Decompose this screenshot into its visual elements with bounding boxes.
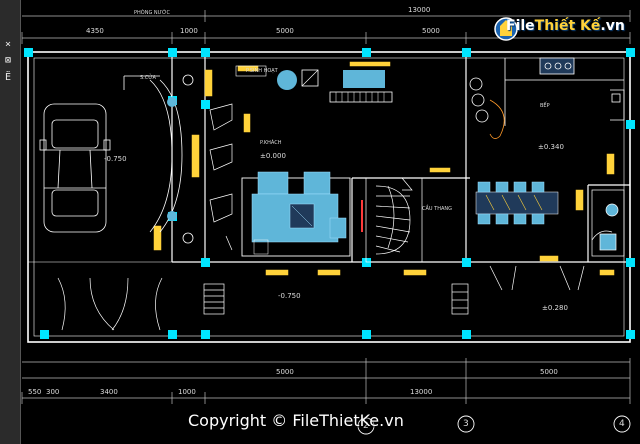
dining-set	[475, 181, 559, 225]
front-doors	[203, 265, 585, 315]
axis-bubbles	[357, 415, 631, 435]
garage-door-arcs	[57, 277, 163, 331]
dim-bottom-total: 13000	[410, 388, 433, 396]
axis-marker-4: 4	[619, 419, 625, 429]
layer-icon[interactable]: Ë	[5, 72, 12, 83]
dim-bottom-middle: 5000	[276, 368, 294, 376]
site-logo	[494, 17, 518, 41]
copyright-watermark: Copyright © FileThietKe.vn	[188, 411, 404, 430]
dim-bottom-right: 5000	[540, 368, 558, 376]
music-tag: P.SINH HOẠT	[246, 68, 278, 74]
axis-marker-2: 2	[363, 421, 369, 431]
garage-level: -0.750	[104, 155, 127, 163]
room-tag-top: PHÒNG NƯỚC	[134, 10, 171, 16]
music-corner	[235, 65, 393, 103]
logo-wordmark: FileThiết Kế.vn	[506, 18, 625, 34]
left-toolbar: × ⊠ Ë	[0, 0, 21, 444]
windows	[153, 61, 615, 276]
stair-tag: CẦU THANG	[422, 206, 453, 212]
close-icon[interactable]: ×	[5, 39, 12, 50]
wc	[591, 189, 625, 257]
panel-icon[interactable]: ⊠	[5, 55, 12, 66]
living-level: ±0.000	[260, 152, 286, 160]
kitchen-level: ±0.340	[538, 143, 564, 151]
yard-level: ±0.280	[542, 304, 568, 312]
garage-car	[39, 103, 111, 233]
dim-bottom-tiny: 550	[28, 388, 42, 396]
dim-top-small: 1000	[180, 27, 198, 35]
dim-top-total: 13000	[408, 6, 431, 14]
kitchen-counter	[469, 57, 625, 139]
porch-tag: S.CỬA	[140, 75, 156, 81]
bottom-dimension-lines	[21, 358, 631, 404]
entry-ramp	[123, 74, 194, 244]
dim-top-left: 4350	[86, 27, 104, 35]
dim-top-middle: 5000	[276, 27, 294, 35]
structural-columns	[24, 48, 635, 339]
dim-bottom-small: 1000	[178, 388, 196, 396]
dim-top-right: 5000	[422, 27, 440, 35]
top-dimension-lines	[21, 10, 631, 44]
kitchen-tag: BẾP	[540, 103, 550, 109]
living-partition	[209, 103, 233, 251]
living-tag: P.KHÁCH	[260, 140, 282, 146]
dim-bottom-left: 3400	[100, 388, 118, 396]
staircase	[361, 177, 423, 263]
front-level: -0.750	[278, 292, 301, 300]
axis-marker-3: 3	[463, 419, 469, 429]
sofa-set	[241, 171, 351, 257]
dim-bottom-tiny-b: 300	[46, 388, 60, 396]
